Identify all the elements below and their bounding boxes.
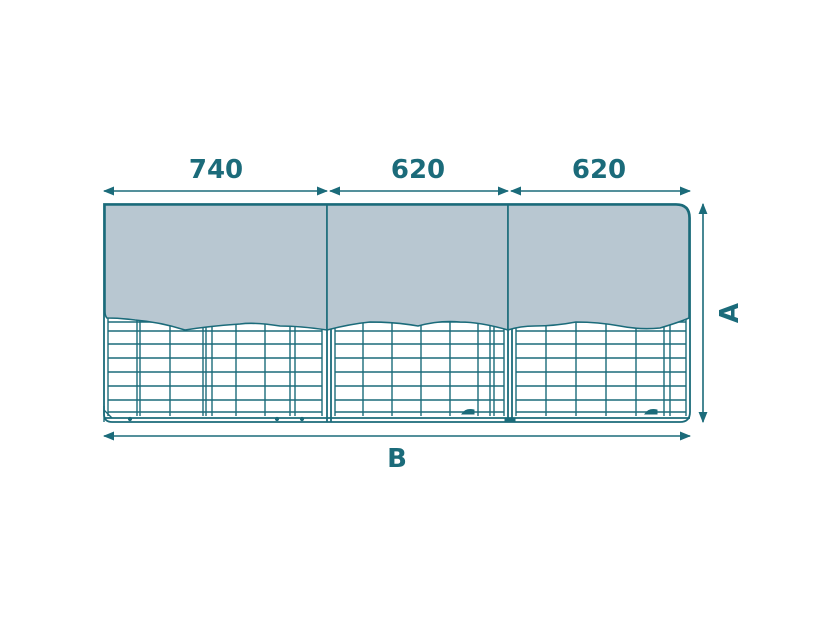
label-total-width: B — [387, 444, 407, 474]
cover-section-3 — [507, 204, 690, 331]
hinge-dot — [127, 416, 133, 422]
latch-icon — [461, 409, 475, 415]
hardware-details — [103, 406, 658, 423]
hinge-dot — [299, 416, 305, 422]
cover-section-2 — [326, 204, 509, 331]
label-section-1-width: 740 — [189, 155, 243, 185]
label-section-3-width: 620 — [572, 155, 626, 185]
outer-frame — [103, 203, 691, 423]
cover-tarp — [104, 204, 690, 331]
corner-bracket — [103, 406, 113, 422]
hinge-dot — [274, 416, 280, 422]
latch-icon — [644, 409, 658, 415]
label-section-2-width: 620 — [391, 155, 445, 185]
foot-clamp — [504, 417, 516, 423]
cover-section-1 — [104, 204, 328, 331]
cage-mesh — [107, 318, 687, 416]
label-height: A — [715, 303, 745, 323]
